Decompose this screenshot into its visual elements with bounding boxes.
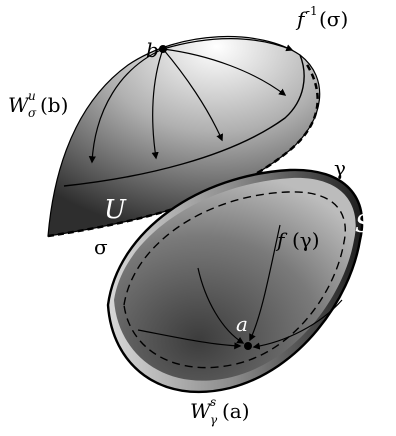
svg-text:u: u [28,89,36,103]
svg-text:(a): (a) [222,399,250,423]
svg-text:γ: γ [210,413,218,427]
stable-arrow-1 [197,267,245,344]
label-b: b [146,38,159,62]
svg-text:W: W [190,399,212,423]
label-unstable-manifold: W u σ (b) [8,89,68,120]
svg-text:(γ): (γ) [292,228,320,252]
flow-arrow-3 [162,48,223,142]
image-curve-dashed [123,191,346,369]
label-gamma: γ [334,156,346,180]
point-b-dot [159,45,167,53]
stable-arrow-4 [252,299,343,350]
label-preimage: f -1 (σ) [295,4,348,31]
svg-text:(b): (b) [40,93,68,117]
flow-arrow-5 [162,38,294,52]
bowl-inner-surface [114,177,356,381]
svg-text:W: W [8,93,30,117]
svg-text:σ: σ [28,106,37,120]
stable-arrow-3 [137,329,242,350]
gamma-rim-curve [106,168,364,394]
label-sigma: σ [94,235,108,259]
label-region-u: U [104,195,127,225]
flow-arrow-2 [151,48,164,160]
label-a: a [236,312,248,336]
stable-arrow-2 [249,224,281,342]
svg-text:-1: -1 [306,4,318,18]
label-image-curve: f (γ) [275,228,320,252]
svg-text:s: s [210,395,216,409]
sigma-boundary-dashed [47,62,319,238]
flow-arrow-4 [162,48,287,96]
flow-arrow-1 [88,48,164,164]
label-region-s: S [355,210,371,238]
point-a-dot [244,342,252,350]
svg-text:(σ): (σ) [319,7,348,31]
lower-bowl [106,168,364,394]
preimage-curve [63,54,305,187]
label-stable-manifold: W s γ (a) [190,395,250,427]
